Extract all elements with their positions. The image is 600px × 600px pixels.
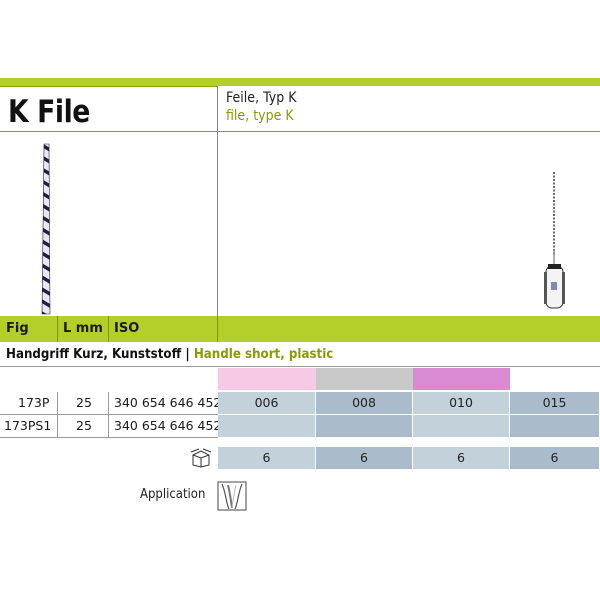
column-header-iso: ISO — [114, 321, 140, 336]
column-separator — [57, 316, 58, 342]
section-divider — [0, 366, 600, 367]
header-subtitle-cell: Feile, Typ K file, type K — [217, 86, 600, 132]
size-color-swatch — [218, 368, 316, 390]
row-divider — [0, 414, 218, 415]
section-label-german: Handgriff Kurz, Kunststoff — [6, 346, 182, 362]
column-separator — [108, 316, 109, 342]
package-quantity-cell: 6 — [413, 447, 509, 469]
size-cell — [316, 415, 412, 437]
column-header-fig: Fig — [6, 321, 29, 336]
size-cell — [510, 415, 599, 437]
top-accent-bar — [0, 78, 600, 86]
row-length: 25 — [76, 418, 92, 433]
column-separator — [217, 316, 218, 342]
section-heading: Handgriff Kurz, Kunststoff | Handle shor… — [6, 346, 333, 362]
product-image-area — [0, 132, 600, 316]
size-cell: 006 — [218, 392, 315, 414]
page-title: K File — [8, 94, 90, 130]
subtitle-english: file, type K — [226, 108, 294, 124]
size-cell: 008 — [316, 392, 412, 414]
file-spiral-closeup-image — [41, 143, 51, 315]
row-fig: 173PS1 — [4, 418, 52, 433]
table-row: 173P 25 340 654 646 452 - — [0, 392, 600, 414]
k-file-instrument-image — [544, 172, 565, 309]
header-vertical-divider — [217, 86, 218, 342]
row-divider — [0, 437, 218, 438]
row-iso: 340 654 646 452 - — [114, 395, 230, 410]
size-color-swatch — [413, 368, 510, 390]
package-quantity-cell: 6 — [510, 447, 599, 469]
section-label-english: Handle short, plastic — [193, 346, 334, 362]
table-row: 173PS1 25 340 654 646 452 - — [0, 415, 600, 437]
size-color-swatch — [316, 368, 413, 390]
column-header-bar: Fig L mm ISO — [0, 316, 600, 342]
header-divider — [0, 131, 600, 132]
size-color-swatch — [510, 368, 600, 390]
size-cell: 015 — [510, 392, 599, 414]
package-quantity-cell: 6 — [218, 447, 315, 469]
row-fig: 173P — [18, 395, 50, 410]
size-cell — [413, 415, 509, 437]
header-title-cell: K File — [0, 86, 217, 132]
column-header-length: L mm — [63, 321, 103, 336]
size-cell: 010 — [413, 392, 509, 414]
root-canal-icon — [217, 481, 247, 511]
application-label: Application — [140, 487, 206, 502]
section-separator: | — [185, 346, 190, 362]
size-cell — [218, 415, 315, 437]
box-icon — [190, 448, 212, 468]
package-quantity-cell: 6 — [316, 447, 412, 469]
column-separator — [57, 392, 58, 438]
column-separator — [108, 392, 109, 438]
row-iso: 340 654 646 452 - — [114, 418, 230, 433]
row-length: 25 — [76, 395, 92, 410]
subtitle-german: Feile, Typ K — [226, 90, 297, 106]
